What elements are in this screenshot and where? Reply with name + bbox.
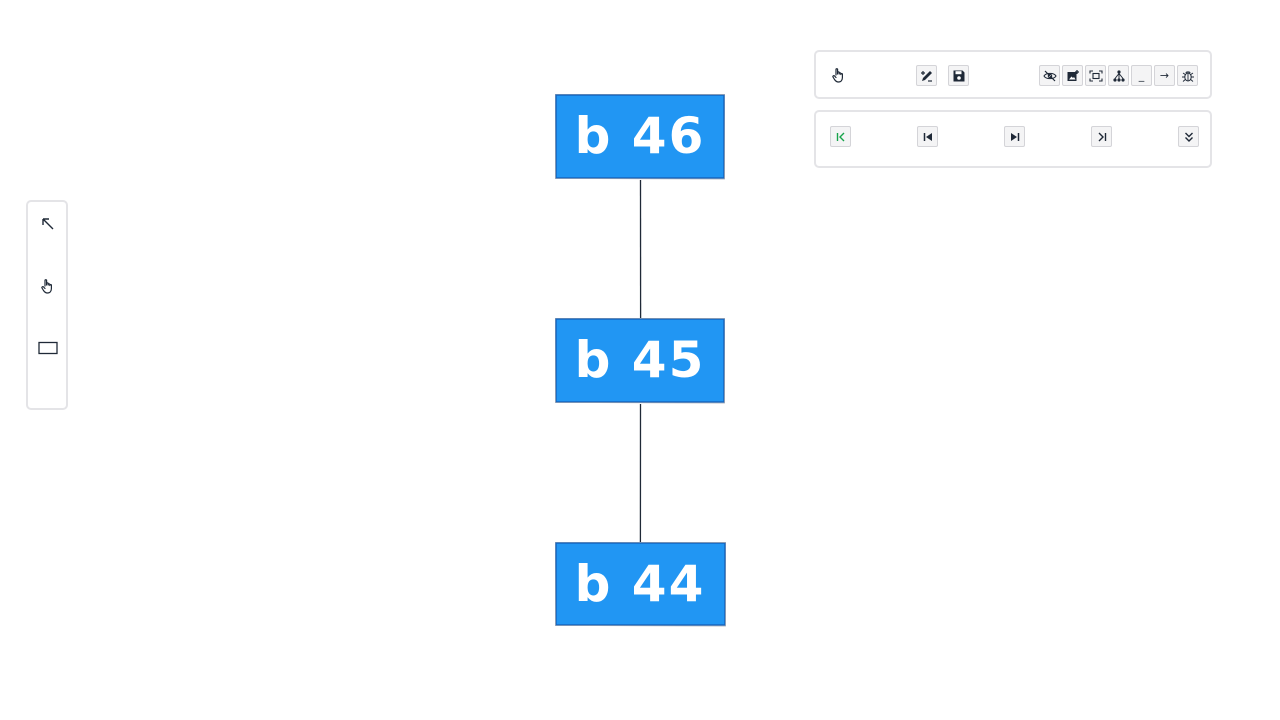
node-frame (555, 318, 725, 404)
previous-button[interactable] (917, 126, 938, 147)
tree-layout-button[interactable] (1108, 65, 1129, 86)
tree-icon (1112, 69, 1125, 82)
first-button[interactable] (830, 126, 851, 147)
hand-icon (831, 67, 843, 83)
debug-button[interactable] (1177, 65, 1198, 86)
edit-button[interactable] (916, 65, 937, 86)
image-plus-icon (1067, 69, 1079, 81)
pencil-icon (920, 70, 932, 82)
hand-icon (41, 279, 52, 294)
skip-to-first-icon (836, 132, 844, 141)
save-button[interactable] (948, 65, 969, 86)
left-toolbar (26, 200, 68, 410)
arrow-up-left-icon (42, 218, 54, 230)
node-label: b 45 (574, 331, 706, 389)
arrow-right-button[interactable]: → (1154, 65, 1175, 86)
node-frame (555, 94, 725, 180)
bug-icon (1181, 70, 1194, 82)
node-label: b 46 (574, 107, 706, 165)
node-frame (555, 542, 726, 627)
hide-button[interactable] (1039, 65, 1060, 86)
step-back-icon (923, 132, 932, 141)
pan-tool[interactable] (36, 274, 60, 298)
eye-off-icon (1042, 70, 1057, 81)
step-forward-icon (1010, 132, 1019, 141)
next-button[interactable] (1004, 126, 1025, 147)
node-label: b 44 (574, 555, 706, 613)
rectangle-icon (38, 341, 58, 355)
expand-button[interactable] (1178, 126, 1199, 147)
focus-frame-icon (1088, 69, 1103, 82)
node-b44[interactable]: b 44 (555, 542, 726, 627)
navigation-panel (814, 110, 1212, 168)
rectangle-tool[interactable] (36, 336, 60, 360)
floppy-disk-icon (953, 70, 964, 81)
arrow-right-icon: → (1159, 69, 1170, 82)
underscore-icon: _ (1138, 69, 1145, 82)
underscore-button[interactable]: _ (1131, 65, 1152, 86)
double-chevron-down-icon (1184, 132, 1193, 142)
fit-view-button[interactable] (1085, 65, 1106, 86)
node-b45[interactable]: b 45 (555, 318, 725, 404)
add-image-button[interactable] (1062, 65, 1083, 86)
hand-button[interactable] (828, 64, 849, 85)
node-b46[interactable]: b 46 (555, 94, 725, 180)
last-button[interactable] (1091, 126, 1112, 147)
top-toolbar-panel: _ → (814, 50, 1212, 99)
select-tool[interactable] (36, 212, 60, 236)
skip-to-last-icon (1098, 132, 1106, 141)
